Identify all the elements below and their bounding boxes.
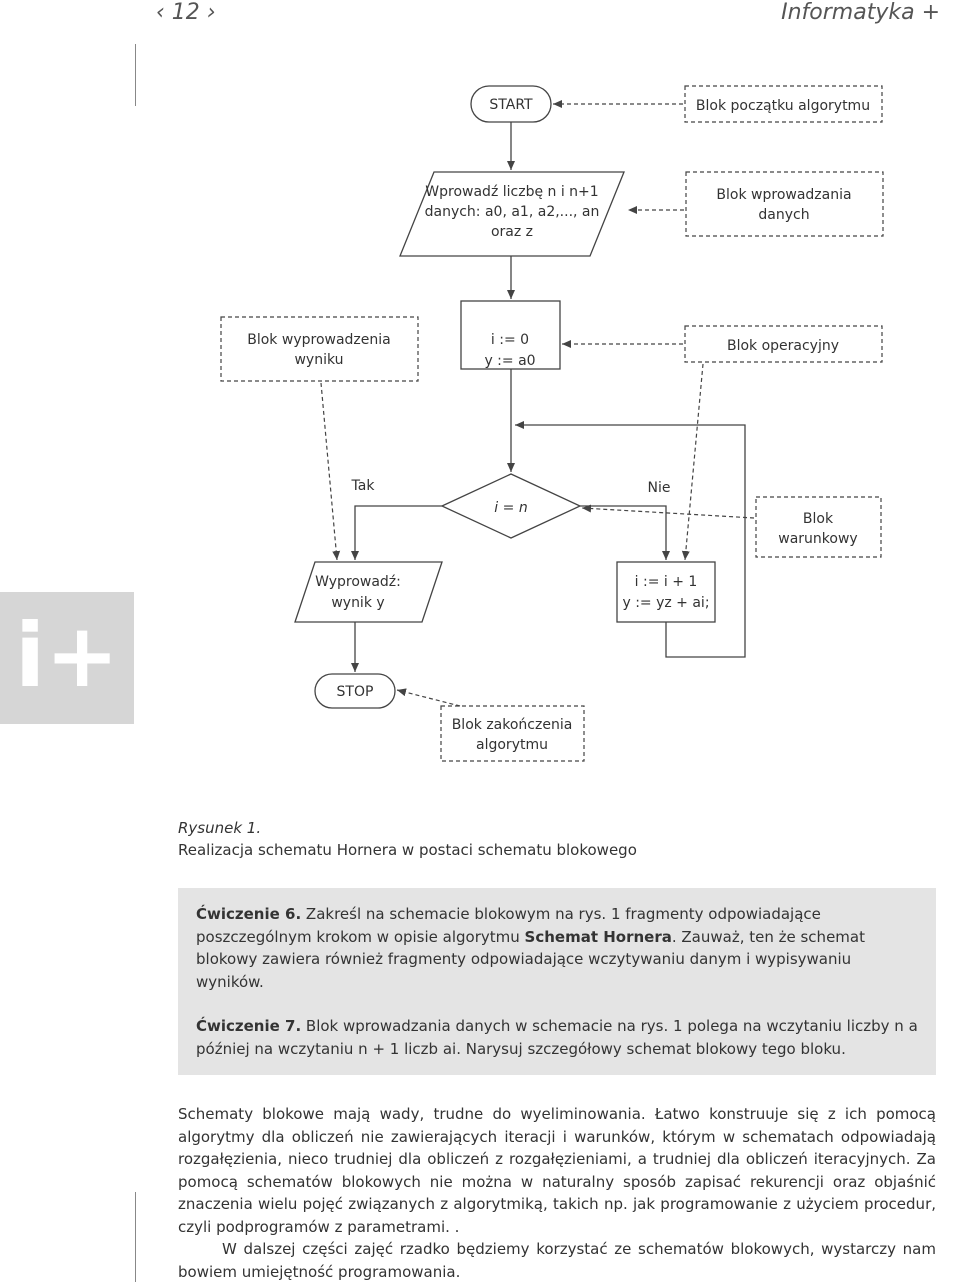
cond-note-line1: Blok [803,511,834,527]
figure-caption-label: Rysunek 1. [178,819,262,837]
stop-label: STOP [337,684,374,700]
book-title: Informatyka + [781,0,940,25]
exercise-6-title: Ćwiczenie 6. [196,905,302,923]
output-note-box [220,316,419,382]
exercise-7-title: Ćwiczenie 7. [196,1017,302,1035]
op-note: Blok operacyjny [727,338,839,354]
input-note-line2: danych [758,207,809,223]
start-note-box [684,85,883,123]
input-line3: oraz z [491,224,533,240]
condition-label: i = n [494,500,527,516]
exercise-6: Ćwiczenie 6. Zakreśl na schemacie blokow… [178,888,936,1008]
no-label: Nie [648,480,671,496]
cond-note-line2: warunkowy [778,531,857,547]
output-block [294,561,443,623]
margin-rule-top [135,44,136,106]
step-block [616,561,716,623]
output-line2: wynik y [331,595,384,611]
step-line2: y := yz + ai; [622,595,709,611]
body-text: Schematy blokowe mają wady, trudne do wy… [178,1103,936,1283]
input-note-box [685,171,884,237]
exercise-7: Ćwiczenie 7. Blok wprowadzania danych w … [178,1000,936,1075]
body-paragraph-1: Schematy blokowe mają wady, trudne do wy… [178,1105,936,1236]
yes-label: Tak [351,478,376,494]
stop-note-line1: Blok zakończenia [452,717,573,733]
stop-note-box [440,705,585,762]
input-line1: Wprowadź liczbę n i n+1 [425,184,598,200]
margin-rule-bottom [135,1192,136,1282]
input-note-line1: Blok wprowadzania [716,187,851,203]
start-note: Blok początku algorytmu [696,98,870,114]
output-note-line1: Blok wyprowadzenia [247,332,390,348]
step-line1: i := i + 1 [635,574,698,590]
exercise-6-bold: Schemat Hornera [524,927,672,946]
cond-note-box [755,496,882,558]
exercise-6-text2: . Zauważ, ten że schemat blokowy zawiera… [196,927,865,991]
op-note-box [684,325,883,363]
body-paragraph-2: W dalszej części zajęć rzadko będziemy k… [178,1240,936,1281]
start-label: START [489,97,533,113]
output-note-line2: wyniku [294,352,343,368]
input-line2: danych: a0, a1, a2,..., an [425,204,600,220]
init-line1: i := 0 [491,332,529,348]
init-line2: y := a0 [484,353,535,369]
exercise-7-text: Blok wprowadzania danych w schemacie na … [196,1017,918,1058]
page-number: ‹ 12 › [156,0,216,25]
side-badge: i+ [0,592,134,724]
flowchart: START Blok początku algorytmu Wprowadź l… [220,85,884,762]
exercise-6-text1: Zakreśl na schemacie blokowym na rys. 1 … [196,905,821,946]
output-line1: Wyprowadź: [315,574,401,590]
figure-caption-text: Realizacja schematu Hornera w postaci sc… [178,841,637,859]
init-block [460,300,561,370]
stop-note-line2: algorytmu [476,737,548,753]
stop-terminal [314,673,396,709]
input-block [399,171,625,257]
